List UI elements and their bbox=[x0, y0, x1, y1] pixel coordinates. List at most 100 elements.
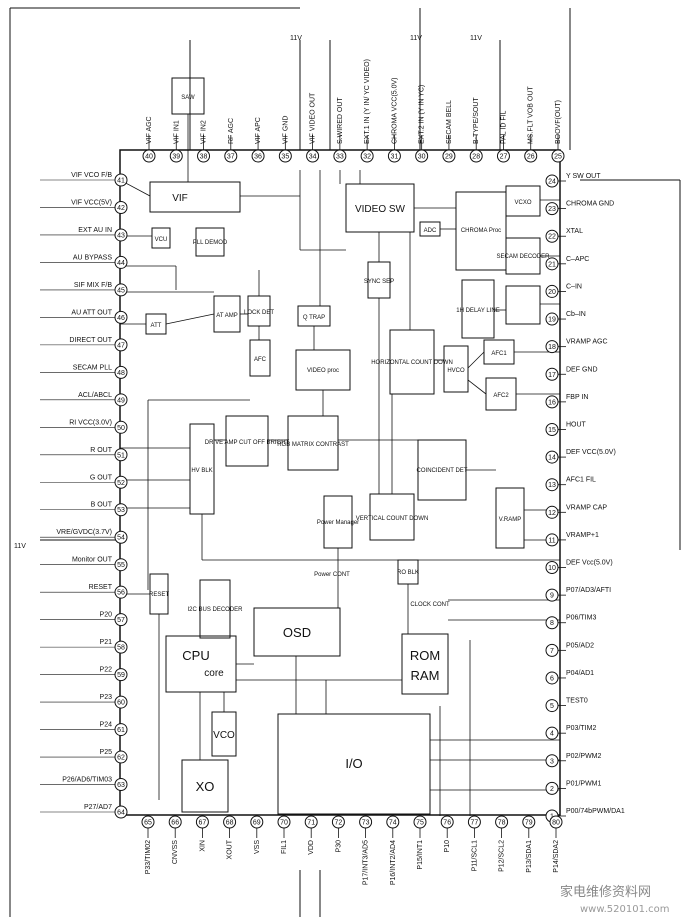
pin-label-12: VRAMP CAP bbox=[566, 504, 607, 511]
afc-block bbox=[249, 339, 271, 377]
pin-number-28: 28 bbox=[472, 154, 480, 161]
afc-label: AFC bbox=[254, 357, 267, 363]
pin-label-3: P02/PWM2 bbox=[566, 753, 602, 760]
pin-number-57: 57 bbox=[117, 617, 125, 624]
pin-number-78: 78 bbox=[498, 820, 506, 827]
pin-74 bbox=[386, 815, 400, 829]
pin-number-45: 45 bbox=[117, 287, 125, 294]
pin-label-48: SECAM PLL bbox=[73, 364, 112, 371]
pin-label-2: P01/PWM1 bbox=[566, 780, 602, 787]
pin-number-35: 35 bbox=[281, 154, 289, 161]
pin-number-69: 69 bbox=[253, 820, 261, 827]
pin-label-15: HOUT bbox=[566, 421, 587, 428]
pin-number-30: 30 bbox=[418, 154, 426, 161]
pin-number-13: 13 bbox=[548, 482, 556, 489]
chroma-block bbox=[455, 191, 507, 271]
pin-label-66: CNVSS bbox=[172, 840, 179, 864]
pin-label-43: EXT AU IN bbox=[78, 227, 112, 234]
pin-number-47: 47 bbox=[117, 342, 125, 349]
v-ramp-block bbox=[495, 487, 525, 549]
pin-21 bbox=[545, 257, 559, 271]
pin-label-4: P03/TIM2 bbox=[566, 725, 596, 732]
cpu-label: CPU bbox=[182, 648, 209, 663]
pin-number-21: 21 bbox=[548, 261, 556, 268]
pin-62 bbox=[114, 750, 128, 764]
pin-label-65: P33/TIM02 bbox=[145, 840, 152, 874]
pin-label-35: VIF GND bbox=[282, 116, 289, 144]
pin-number-29: 29 bbox=[445, 154, 453, 161]
pin-9 bbox=[545, 588, 559, 602]
pin-56 bbox=[114, 585, 128, 599]
pin-number-59: 59 bbox=[117, 672, 125, 679]
pin-number-73: 73 bbox=[362, 820, 370, 827]
pin-18 bbox=[545, 340, 559, 354]
pin-label-64: P27/AD7 bbox=[84, 804, 112, 811]
pin-4 bbox=[545, 726, 559, 740]
xo-block bbox=[181, 759, 229, 813]
video-sw-label: VIDEO SW bbox=[355, 204, 406, 215]
pin-number-39: 39 bbox=[172, 154, 180, 161]
pin-64 bbox=[114, 805, 128, 819]
pin-number-80: 80 bbox=[552, 820, 560, 827]
pin-number-58: 58 bbox=[117, 645, 125, 652]
pin-46 bbox=[114, 310, 128, 324]
pin-label-77: P11/SCL1 bbox=[471, 840, 478, 871]
pin-76 bbox=[440, 815, 454, 829]
pin-number-77: 77 bbox=[471, 820, 479, 827]
pin-50 bbox=[114, 420, 128, 434]
pin-label-28: B-TYPE/SOUT bbox=[473, 97, 480, 144]
pin-47 bbox=[114, 338, 128, 352]
pin-63 bbox=[114, 778, 128, 792]
v11-left: 11V bbox=[14, 543, 26, 550]
pin-number-10: 10 bbox=[548, 565, 556, 572]
pin-19 bbox=[545, 312, 559, 326]
pin-number-20: 20 bbox=[548, 289, 556, 296]
pin-number-64: 64 bbox=[117, 810, 125, 817]
afc1-label: AFC1 bbox=[491, 351, 507, 357]
vco-label: VCO bbox=[213, 730, 235, 741]
h-countdown-block bbox=[389, 329, 435, 395]
delay-line-block bbox=[461, 279, 495, 339]
drive-label: DRIVE AMP CUT OFF BRIGHT bbox=[205, 440, 290, 446]
cpu-core-label: core bbox=[204, 668, 224, 679]
pin-label-34: VIF VIDEO OUT bbox=[310, 92, 317, 144]
pin-label-16: FBP IN bbox=[566, 394, 588, 401]
pin-number-3: 3 bbox=[550, 758, 554, 765]
pin-label-38: VIF IN2 bbox=[201, 120, 208, 144]
pin-59 bbox=[114, 668, 128, 682]
pin-number-11: 11 bbox=[548, 537, 555, 544]
pin-label-5: TEST0 bbox=[566, 698, 588, 705]
pin-label-63: P26/AD6/TIM03 bbox=[62, 777, 112, 784]
pin-label-47: DIRECT OUT bbox=[69, 337, 112, 344]
pin-label-54: VRE/GVDC(3.7V) bbox=[56, 529, 112, 536]
pin-number-22: 22 bbox=[548, 234, 556, 241]
vcu-label: VCU bbox=[155, 237, 168, 243]
pin-label-68: XOUT bbox=[227, 839, 234, 859]
pin-label-45: SIF MIX F/B bbox=[74, 282, 112, 289]
pin-77 bbox=[467, 815, 481, 829]
pin-52 bbox=[114, 475, 128, 489]
vif-label: VIF bbox=[172, 193, 188, 204]
pin-label-36: VIF APC bbox=[255, 117, 262, 144]
pin-65 bbox=[141, 815, 155, 829]
pin-67 bbox=[195, 815, 209, 829]
vcxo-block bbox=[505, 185, 541, 217]
pin-7 bbox=[545, 643, 559, 657]
q-trap-label: Q TRAP bbox=[303, 315, 325, 321]
vif-block bbox=[149, 181, 241, 213]
pin-label-60: P23 bbox=[100, 694, 113, 701]
pin-number-2: 2 bbox=[550, 786, 554, 793]
pin-label-69: VSS bbox=[254, 840, 261, 854]
pin-label-79: P13/SDA1 bbox=[526, 840, 533, 873]
delay-line-label: 1H DELAY LINE bbox=[456, 308, 499, 314]
hvco-label: HVCO bbox=[447, 368, 465, 374]
pin-label-42: VIF VCC(5V) bbox=[71, 199, 112, 206]
pin-2 bbox=[545, 781, 559, 795]
pin-number-49: 49 bbox=[117, 397, 125, 404]
pin-53 bbox=[114, 503, 128, 517]
pin-number-52: 52 bbox=[117, 480, 125, 487]
pin-number-32: 32 bbox=[363, 154, 371, 161]
pin-75 bbox=[413, 815, 427, 829]
pin-10 bbox=[545, 561, 559, 575]
